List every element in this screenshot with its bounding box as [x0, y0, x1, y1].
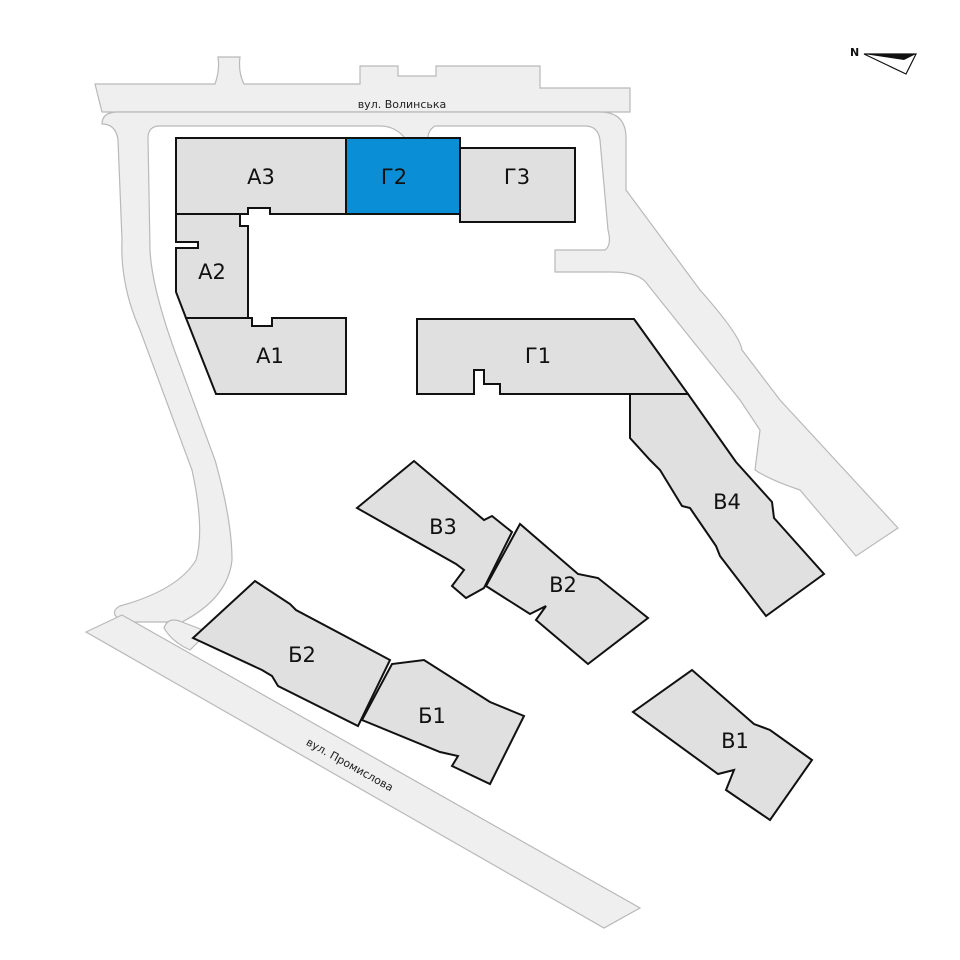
building-v2[interactable]: В2	[484, 522, 650, 666]
building-a1[interactable]: А1	[184, 317, 347, 395]
north-arrow: N	[850, 46, 917, 75]
building-a3[interactable]: А3	[175, 137, 347, 215]
roads	[84, 56, 899, 929]
north-label: N	[850, 46, 859, 59]
building-a2[interactable]: А2	[175, 213, 249, 319]
street-label-volynska: вул. Волинська	[358, 98, 447, 111]
building-v3[interactable]: В3	[355, 459, 514, 600]
road-promyslova	[84, 614, 642, 929]
building-g1[interactable]: Г1	[416, 318, 690, 395]
building-g2[interactable]: Г2	[345, 137, 461, 215]
road-volynska	[94, 56, 631, 113]
building-g3[interactable]: Г3	[459, 147, 576, 223]
road-inner-loop	[101, 111, 899, 623]
building-v1[interactable]: В1	[631, 668, 814, 822]
